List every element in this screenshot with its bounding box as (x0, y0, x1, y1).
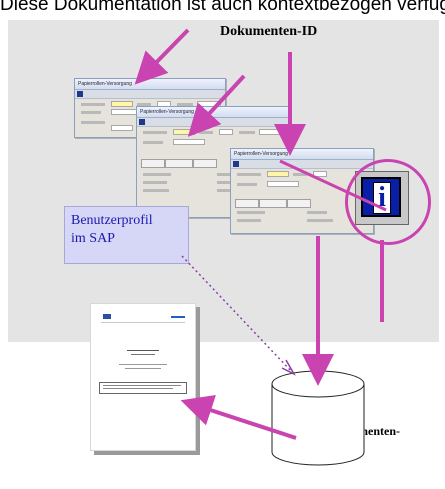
label-line (137, 103, 151, 106)
profile-line-2: im SAP (71, 231, 115, 246)
label-line (81, 121, 105, 124)
label-line (217, 189, 241, 192)
arrow-to-info-icon (279, 159, 387, 212)
input-field (173, 139, 205, 145)
label-line (237, 183, 257, 186)
label-line (217, 173, 237, 176)
document-server-cylinder (271, 370, 365, 466)
text-line (103, 388, 173, 389)
tab (235, 199, 259, 208)
label-line (81, 103, 105, 106)
text-line (103, 385, 181, 386)
header-rule (101, 322, 185, 323)
dotted-arrowhead (281, 359, 296, 376)
arrow-to-window-1 (134, 28, 190, 85)
user-profile-box: Benutzerprofil im SAP (64, 206, 189, 264)
title-line (127, 350, 159, 351)
document-page (90, 303, 196, 451)
tab-strip (235, 199, 365, 208)
tab (141, 159, 165, 168)
label-line (237, 219, 261, 222)
text-line (125, 368, 161, 369)
window-menu-icon (77, 91, 83, 97)
label-line (143, 181, 167, 184)
sap-window-1-toolbar (75, 90, 225, 99)
tab (287, 199, 311, 208)
arrow-server-to-document (180, 395, 297, 440)
input-field (313, 171, 327, 177)
window-menu-icon (233, 161, 239, 167)
label-line (81, 111, 101, 114)
logo-mark (103, 314, 111, 319)
tab-strip (141, 159, 281, 168)
text-line (119, 364, 167, 365)
arrow-to-window-2 (187, 74, 246, 137)
profile-line-1: Benutzerprofil (71, 213, 153, 228)
document-id-label: Dokumenten-ID (220, 24, 318, 39)
label-line (307, 219, 333, 222)
window-menu-icon (139, 119, 145, 125)
sap-window-3-toolbar (231, 160, 373, 169)
blue-header-line (171, 316, 185, 318)
label-line (307, 211, 327, 214)
input-field (111, 125, 133, 131)
label-line (237, 211, 265, 214)
label-line (177, 103, 193, 106)
caption-text: Diese Dokumentation ist auch kontextbezo… (0, 0, 445, 15)
tab (259, 199, 287, 208)
label-line (143, 173, 171, 176)
input-field (267, 171, 289, 177)
label-line (143, 189, 169, 192)
input-field (111, 101, 133, 107)
label-line (237, 173, 261, 176)
label-line (143, 141, 163, 144)
subtitle-line (131, 354, 155, 355)
label-line (239, 131, 255, 134)
label-line (293, 173, 307, 176)
text-box (99, 382, 187, 394)
input-field (267, 181, 299, 187)
tab (193, 159, 217, 168)
label-line (143, 131, 167, 134)
tab (165, 159, 193, 168)
dotted-profile-link (181, 255, 293, 373)
highlight-ring (345, 159, 431, 245)
